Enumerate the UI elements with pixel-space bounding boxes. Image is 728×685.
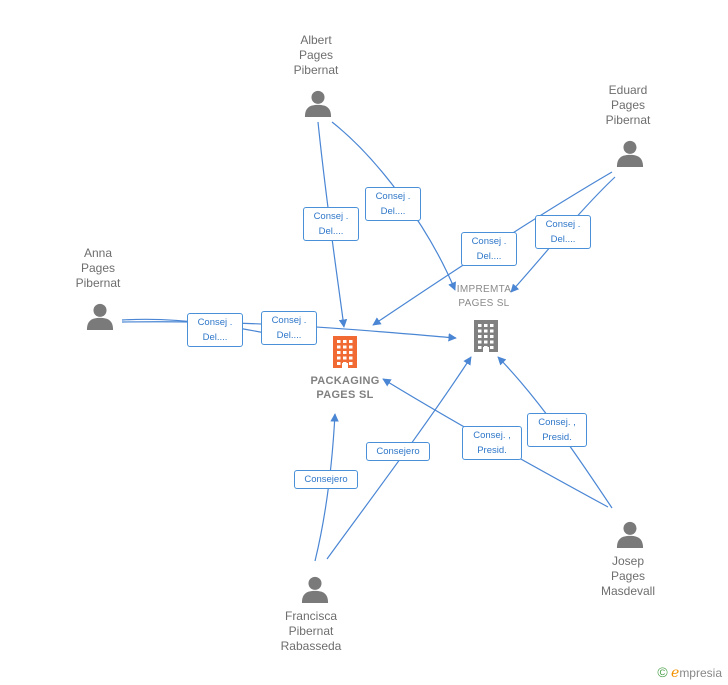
edge-label-anna-impremta[interactable]: Consej . Del.... [261, 311, 317, 345]
person-name-josep[interactable]: Josep Pages Masdevall [600, 554, 656, 598]
edge-label-josep-impremta[interactable]: Consej. , Presid. [527, 413, 587, 447]
person-icon-eduard[interactable] [616, 140, 644, 167]
brand-initial: e [671, 665, 680, 681]
watermark: © empresia [657, 664, 722, 681]
edge-francisca-packaging [314, 413, 339, 562]
brand-name: mpresia [679, 666, 722, 680]
edge-label-josep-packaging[interactable]: Consej. , Presid. [462, 426, 522, 460]
edge-label-francisca-impremta[interactable]: Consejero [366, 442, 430, 461]
person-name-eduard[interactable]: Eduard Pages Pibernat [605, 83, 651, 127]
person-name-albert[interactable]: Albert Pages Pibernat [293, 33, 339, 77]
person-icon-francisca[interactable] [301, 576, 329, 603]
person-name-francisca[interactable]: Francisca Pibernat Rabasseda [280, 609, 342, 653]
edge-label-anna-packaging[interactable]: Consej . Del.... [187, 313, 243, 347]
edge-label-albert-impremta[interactable]: Consej . Del.... [365, 187, 421, 221]
person-icon-albert[interactable] [304, 90, 332, 117]
person-icon-anna[interactable] [86, 303, 114, 330]
edge-label-francisca-packaging[interactable]: Consejero [294, 470, 358, 489]
edge-label-eduard-packaging[interactable]: Consej . Del.... [461, 232, 517, 266]
person-icon-josep[interactable] [616, 521, 644, 548]
edge-label-eduard-impremta[interactable]: Consej . Del.... [535, 215, 591, 249]
building-icon-packaging[interactable] [333, 336, 357, 368]
copyright-icon: © [657, 664, 668, 680]
company-name-packaging[interactable]: PACKAGING PAGES SL [310, 375, 380, 401]
edge-label-albert-packaging[interactable]: Consej . Del.... [303, 207, 359, 241]
person-name-anna[interactable]: Anna Pages Pibernat [75, 246, 121, 290]
company-name-impremta[interactable]: IMPREMTA PAGES SL [456, 284, 512, 309]
building-icon-impremta[interactable] [474, 320, 498, 352]
